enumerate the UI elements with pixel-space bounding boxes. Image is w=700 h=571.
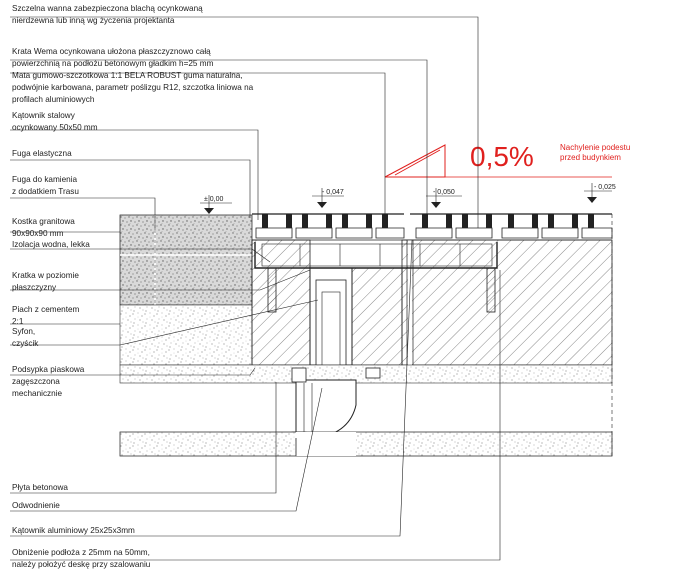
- label-elastic-joint: Fuga elastyczna: [12, 149, 72, 158]
- label-sand-cement-2: 2:1: [12, 317, 24, 326]
- level-marker-2: - 0,050: [426, 188, 462, 208]
- label-drainage: Odwodnienie: [12, 501, 60, 510]
- label-granite-1: Kostka granitowa: [12, 217, 75, 226]
- level-marker-3: - 0,025: [584, 183, 616, 203]
- label-siphon-1: Syfon,: [12, 327, 35, 336]
- drain-pipe: [295, 379, 357, 439]
- label-sand-bed-2: zagęszczona: [12, 377, 60, 386]
- label-aluminium-angle: Kątownik aluminiowy 25x25x3mm: [12, 526, 135, 535]
- label-grating-2: płaszczyzny: [12, 283, 57, 292]
- label-grate-1: Krata Wema ocynkowana ułożona płaszczyzn…: [12, 47, 211, 56]
- label-granite-2: 90x90x90 mm: [12, 229, 64, 238]
- level-value-0: ± 0,00: [204, 196, 224, 203]
- label-mat-1: Mata gumowo-szczotkowa 1:1 BELA ROBUST g…: [12, 71, 243, 80]
- steel-angle-left: [267, 267, 277, 313]
- level-value-1: - 0,047: [322, 189, 344, 196]
- concrete-base-slab: [119, 431, 613, 457]
- label-mat-3: profilach aluminiowych: [12, 95, 95, 104]
- label-concrete-slab: Płyta betonowa: [12, 483, 68, 492]
- granite-paving: [119, 214, 253, 306]
- slope-indicator: 0,5% Nachylenie podestu przed budynkiem: [384, 141, 630, 178]
- leader-lines: [10, 16, 501, 561]
- sand-cement-bed: [119, 304, 253, 366]
- label-mat-2: podwójnie karbowana, parametr poślizgu R…: [12, 83, 254, 92]
- label-sand-cement-1: Piach z cementem: [12, 305, 80, 314]
- label-stone-joint-1: Fuga do kamienia: [12, 175, 78, 184]
- section-structure: [119, 213, 613, 457]
- concrete-right-slab: [401, 239, 613, 366]
- galvanised-tray: [254, 242, 498, 269]
- slope-value: 0,5%: [470, 141, 534, 172]
- level-marker-1: - 0,047: [312, 188, 344, 208]
- label-grate-2: powierzchnią na podłożu betonowym gładki…: [12, 59, 214, 68]
- label-steel-angle-2: ocynkowany 50x50 mm: [12, 123, 98, 132]
- label-lowering-2: należy położyć deskę przy szalowaniu: [12, 560, 151, 569]
- label-tray-1: Szczelna wanna zabezpieczona blachą ocyn…: [12, 4, 203, 13]
- concrete-left-block: [251, 239, 311, 366]
- label-insulation: Izolacja wodna, lekka: [12, 240, 90, 249]
- label-lowering-1: Obniżenie podłoża z 25mm na 50mm,: [12, 548, 150, 557]
- label-sand-bed-3: mechanicznie: [12, 389, 63, 398]
- level-marker-0: ± 0,00: [200, 195, 232, 214]
- level-value-2: - 0,050: [433, 189, 455, 196]
- steel-angle-right: [486, 267, 496, 313]
- label-grating-1: Kratka w poziomie: [12, 271, 79, 280]
- label-siphon-2: czyścik: [12, 339, 39, 348]
- slope-note-line-2: przed budynkiem: [560, 153, 621, 162]
- concrete-center-block: [351, 267, 403, 366]
- label-sand-bed-1: Podsypka piaskowa: [12, 365, 85, 374]
- level-value-3: - 0,025: [594, 184, 616, 191]
- slope-note-line-1: Nachylenie podestu: [560, 143, 630, 152]
- label-stone-joint-2: z dodatkiem Trasu: [12, 187, 79, 196]
- labels: Szczelna wanna zabezpieczona blachą ocyn…: [12, 4, 254, 569]
- brush-mat-profiles: [255, 227, 613, 239]
- label-tray-2: nierdzewna lub inną wg życzenia projekta…: [12, 16, 175, 25]
- label-steel-angle-1: Kątownik stalowy: [12, 111, 76, 120]
